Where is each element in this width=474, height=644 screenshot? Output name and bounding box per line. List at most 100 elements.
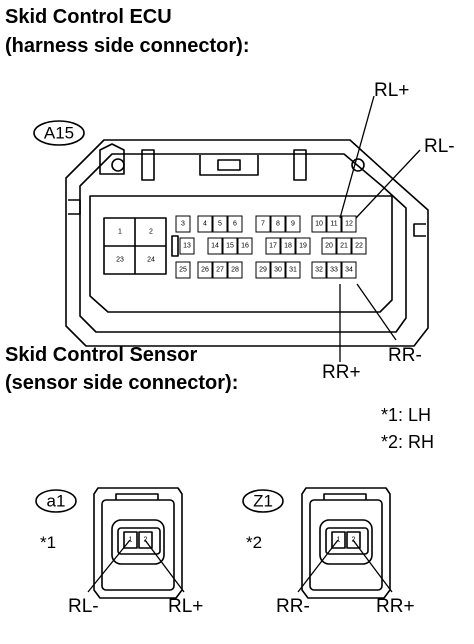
leader-a1-pin1: [87, 539, 131, 593]
label-ecu-rr-minus: RR-: [388, 345, 422, 366]
label-ecu-rl-plus: RL+: [374, 80, 409, 101]
ecu-pin-cell: [270, 215, 286, 233]
ecu-pin-2: 2: [149, 229, 153, 236]
sensor-connector-z1: [242, 487, 391, 599]
ecu-pin-label: 3: [181, 221, 185, 228]
ecu-pin-cell: [351, 237, 367, 255]
a1-pin-well: [111, 519, 165, 565]
ecu-pin-cell: [336, 237, 352, 255]
ecu-center-latch: [199, 155, 259, 176]
z1-pin-2-label: 2: [352, 537, 356, 544]
ecu-connector-a15: [33, 120, 429, 347]
ecu-pin-24: 24: [147, 257, 155, 264]
a1-pin-face: [117, 527, 161, 555]
ecu-pin-cell: [280, 237, 296, 255]
ecu-pin-label: 25: [179, 267, 187, 274]
ecu-pin-label: 26: [201, 267, 209, 274]
z1-latch: [323, 493, 367, 500]
a1-latch: [115, 493, 159, 500]
leader-lines: [87, 95, 421, 593]
leader-rl-plus: [339, 95, 375, 219]
ecu-pin-label: 13: [183, 243, 191, 250]
ecu-pin-label: 30: [274, 267, 282, 274]
a1-housing-outer: [93, 487, 183, 599]
ecu-pin-cell: [237, 237, 253, 255]
sensor-connector-a1: [35, 487, 183, 599]
note-rh: *2: RH: [381, 432, 435, 452]
ecu-pin-label: 31: [289, 267, 297, 274]
a1-pin-2: [138, 531, 153, 549]
leader-rr-minus: [356, 283, 397, 341]
z1-tag-oval: [242, 489, 284, 513]
ecu-pin-label: 4: [203, 221, 207, 228]
a1-pin-2-label: 2: [144, 537, 148, 544]
z1-housing-outer: [301, 487, 391, 599]
ecu-pin-cell: [341, 261, 357, 279]
ecu-right-slot: [413, 223, 426, 237]
z1-pin-1-label: 1: [337, 537, 341, 544]
label-ecu-rl-minus: RL-: [424, 136, 455, 157]
ecu-pin-cell: [326, 215, 342, 233]
ecu-pin-cell: [326, 261, 342, 279]
leader-a1-pin2: [144, 539, 185, 593]
ecu-pin-cell: [227, 215, 243, 233]
ecu-pin-label: 28: [231, 267, 239, 274]
ecu-pin-frame: [89, 195, 393, 313]
ecu-right-guide-hole: [351, 158, 365, 172]
ecu-pin-cell: [212, 215, 228, 233]
z1-pin-well: [319, 519, 373, 565]
ecu-right-rib: [293, 149, 307, 181]
ecu-pin-label: 32: [315, 267, 323, 274]
ecu-pin-label: 20: [325, 243, 333, 250]
ecu-pin-label: 8: [276, 221, 280, 228]
sensor-subtitle: (sensor side connector):: [5, 372, 239, 394]
a1-housing-inner: [101, 499, 175, 591]
ecu-pin-label: 5: [218, 221, 222, 228]
ecu-connector-tag: A15: [44, 124, 74, 143]
ecu-pin-label: 9: [291, 221, 295, 228]
ecu-connector-tag-oval: [33, 120, 85, 146]
a1-pin-1: [123, 531, 138, 549]
ecu-left-guide-hole: [111, 158, 125, 172]
ecu-pin-label: 29: [259, 267, 267, 274]
note-lh: *1: LH: [381, 405, 432, 425]
ecu-pin-cell: [255, 215, 271, 233]
ecu-pin-cell: [265, 237, 281, 255]
z1-pin-2: [346, 531, 361, 549]
ecu-pin-cell: [311, 215, 327, 233]
ecu-pin-label: 14: [211, 243, 219, 250]
ecu-left-rib: [141, 149, 155, 181]
ecu-pin-label: 19: [299, 243, 307, 250]
a1-connector-tag: a1: [47, 492, 66, 511]
ecu-pin-cell: [341, 215, 357, 233]
ecu-pin-cell: [285, 215, 301, 233]
ecu-pin-label: 6: [233, 221, 237, 228]
ecu-pin-label: 22: [355, 243, 363, 250]
label-a1-pin2: RL+: [168, 596, 203, 617]
ecu-pin-label: 34: [345, 267, 353, 274]
ecu-pin-label: 33: [330, 267, 338, 274]
ecu-pin-label: 7: [261, 221, 265, 228]
ecu-pin-label: 10: [315, 221, 323, 228]
ecu-pin-cell: [295, 237, 311, 255]
a1-pin-1-label: 1: [129, 537, 133, 544]
ecu-pin-cell: [222, 237, 238, 255]
label-z1-pin1: RR-: [276, 596, 310, 617]
ecu-pin-cell: [321, 237, 337, 255]
label-ecu-rr-plus: RR+: [322, 362, 361, 383]
leader-z1-pin1: [297, 539, 339, 593]
ecu-pin-1: 1: [118, 229, 122, 236]
ecu-pin-cell: [227, 261, 243, 279]
ecu-pin-cell: [175, 261, 191, 279]
z1-note-ref: *2: [246, 533, 262, 552]
ecu-pin-cell: [270, 261, 286, 279]
ecu-title: Skid Control ECU: [5, 6, 172, 28]
ecu-pin-cell: [207, 237, 223, 255]
ecu-pin-cell: [197, 261, 213, 279]
ecu-pin-label: 17: [269, 243, 277, 250]
z1-connector-tag: Z1: [253, 492, 273, 511]
z1-pin-face: [325, 527, 369, 555]
ecu-pin-label: 11: [330, 221, 337, 228]
ecu-pin-label: 12: [345, 221, 353, 228]
ecu-pin-cell: [197, 215, 213, 233]
